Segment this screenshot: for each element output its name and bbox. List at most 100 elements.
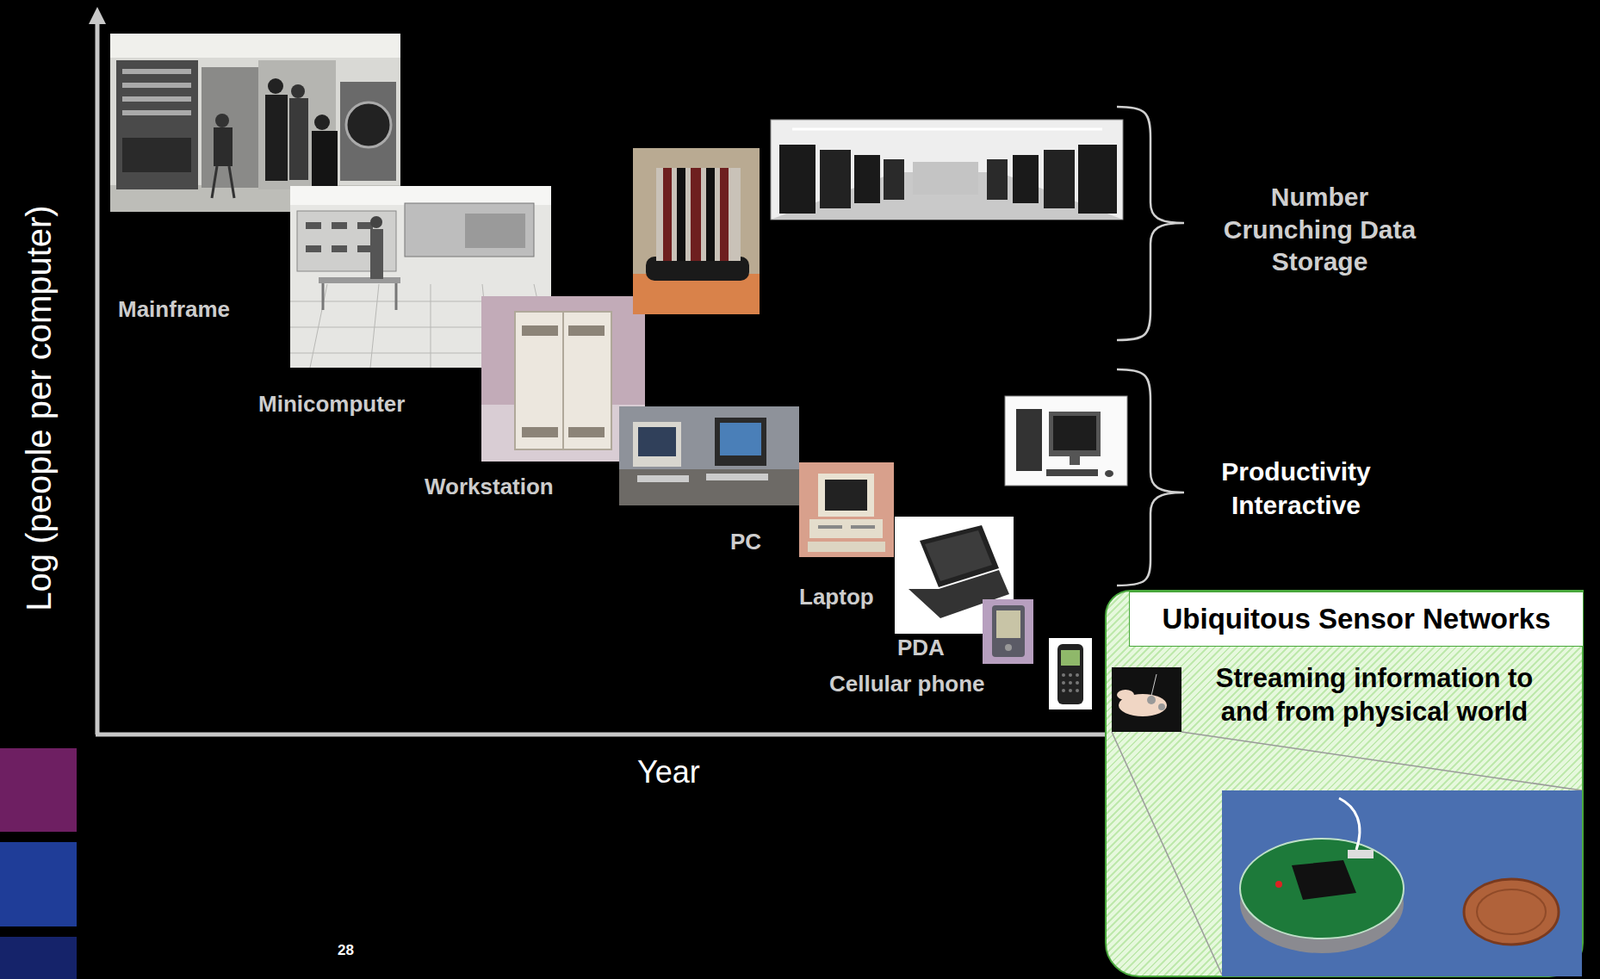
phone-photo [1068,688,1073,693]
mainframe-photo [213,127,233,167]
minicomputer-photo [322,283,325,311]
mainframe-photo [311,130,338,192]
axes [88,6,106,25]
server-room-photo [986,159,1008,200]
mainframe-photo [116,60,199,190]
sensor-photo [1463,879,1559,945]
server-room-photo [792,128,1103,131]
title-box: Ubiquitous Sensor Networks [1128,591,1584,647]
desktop-photo [1046,469,1098,477]
sensor-photo [1275,880,1283,888]
server-room-photo [1078,144,1117,214]
supercomputer-photo [632,148,760,315]
workstation-photo [562,311,565,450]
ibm-pc-photo [818,473,875,517]
pc-photo [638,427,676,457]
sensor-photo [1347,849,1374,859]
mainframe-photo [267,78,284,94]
pc-photo [637,475,689,483]
sensor-photo [1221,790,1582,977]
ibm-pc-photo [818,525,843,529]
minicomputer-photo [370,216,383,229]
phone-photo [1068,681,1073,685]
desktop-photo [1004,396,1128,486]
hand-photo [1147,695,1156,705]
minicomputer-photo [331,245,348,253]
phone-photo [1048,638,1092,710]
pc-photo [706,473,769,481]
pc-photo [619,406,800,506]
mainframe-photo [122,110,192,116]
supercomputer-photo [656,167,741,261]
phone-photo [1061,681,1066,685]
mainframe-photo [346,102,391,148]
category-label: Number Crunching Data Storage [1205,180,1434,279]
phone-photo [1060,650,1080,666]
phone-photo [1057,644,1084,705]
hand-photo [1111,667,1182,732]
sensor-illustration [1106,591,1586,979]
supercomputer-photo [690,167,701,261]
desktop-photo [1069,456,1080,466]
mainframe-photo [265,94,288,181]
minicomputer-photo [331,222,348,230]
zoom-line [1181,731,1582,791]
era-label: PC [730,529,762,556]
node-text: Streaming information to and from physic… [1193,662,1556,730]
era-label: PDA [897,635,945,662]
ibm-pc-photo [850,525,875,529]
phone-photo [1075,688,1080,693]
workstation-photo [568,427,605,438]
bracket [1116,106,1185,586]
phone-photo [1061,673,1066,677]
server-room-photo [883,159,905,200]
server-room-photo [854,155,881,204]
server-room-photo [819,149,851,209]
minicomputer-photo [290,186,552,205]
side-squares [0,842,77,927]
pda-photo [1004,644,1012,652]
mainframe-photo [110,33,401,58]
hand-photo [1111,667,1182,732]
minicomputer-photo [404,203,534,257]
hand-photo [1158,703,1166,711]
bracket [1116,369,1185,586]
desktop-photo [1048,411,1101,457]
axes [95,732,1113,738]
axes [88,6,1113,735]
workstation-photo [568,325,605,336]
pc-photo [714,417,767,466]
server-room-photo [770,119,1123,220]
minicomputer-photo [305,222,322,230]
desktop-photo [1004,396,1128,486]
supercomputer-photo [663,167,672,261]
mainframe-photo [122,137,192,173]
mainframe-photo [122,82,192,88]
supercomputer-photo [719,167,729,261]
minicomputer-photo [318,277,401,284]
mainframe-photo [291,84,305,99]
mainframe-photo [122,68,192,75]
pc-photo [619,406,800,506]
workstation-photo [521,427,559,438]
desktop-photo [1053,415,1097,451]
pc-photo [719,422,762,456]
phone-photo [1048,638,1092,710]
server-room-photo [1012,155,1039,204]
ibm-pc-photo [809,519,883,539]
desktop-photo [1104,470,1114,478]
minicomputer-photo [430,284,432,368]
sensor-photo [1221,790,1582,977]
axis-title: Log (people per computer) [18,204,59,611]
axis-title: Year [637,754,701,790]
server-room-photo [779,144,816,214]
page-number: 28 [337,942,354,960]
hand-photo [1151,674,1157,696]
pc-photo [632,421,682,467]
desktop-photo [1016,409,1042,472]
ibm-pc-photo [799,462,894,558]
phone-photo [1068,673,1073,677]
pc-photo [619,469,800,506]
hand-photo [1116,689,1135,701]
sensor-photo [1476,889,1546,935]
